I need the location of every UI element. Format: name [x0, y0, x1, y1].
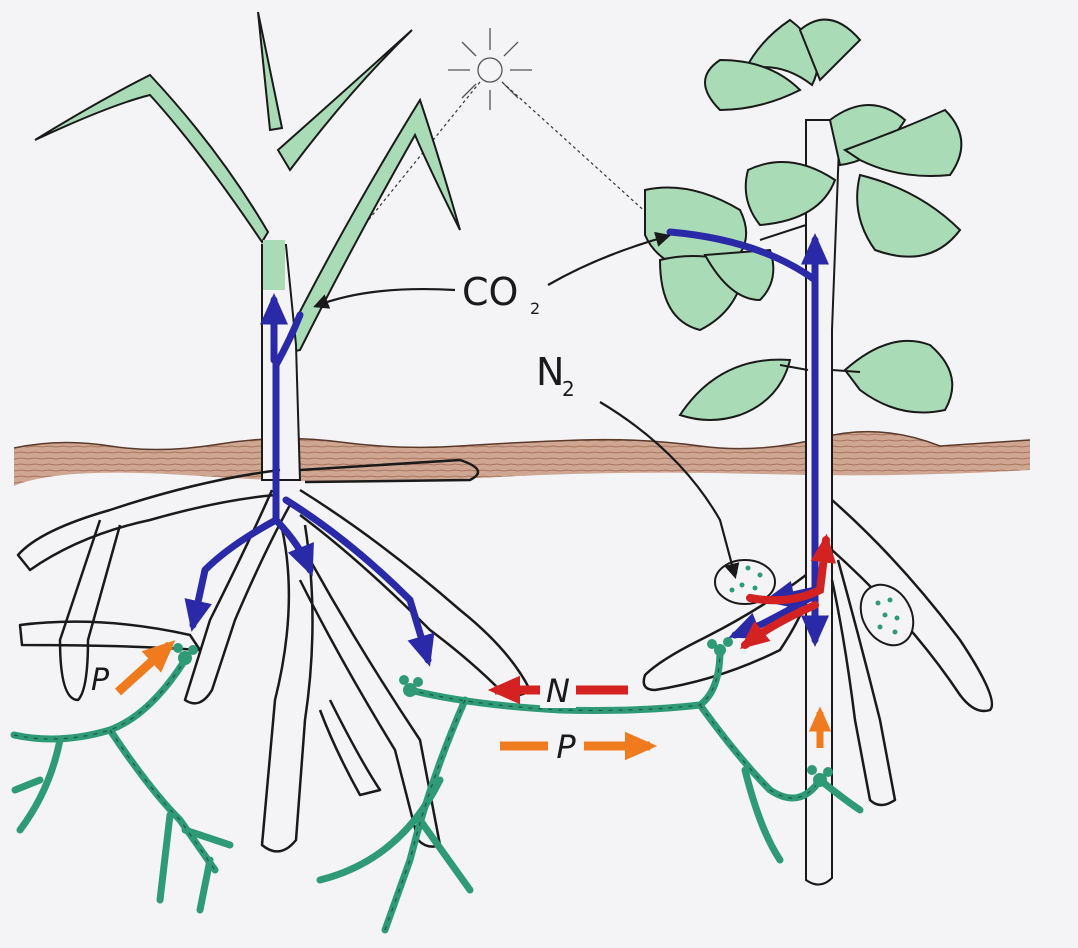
grass-leaf	[35, 75, 268, 242]
co2-label: CO 2	[462, 270, 540, 318]
svg-text:2: 2	[562, 377, 575, 401]
phosphorus-flow-label: P	[556, 728, 576, 766]
arbuscule	[173, 637, 833, 787]
phosphorus-transfer-arrow: P	[500, 728, 650, 766]
soil-layer	[14, 432, 1030, 486]
sun-icon	[448, 28, 532, 110]
svg-text:CO: CO	[462, 270, 518, 314]
grass-leaf	[258, 12, 282, 130]
svg-text:N: N	[536, 350, 564, 394]
n2-label: N 2	[536, 350, 575, 401]
phosphorus-uptake-arrow: P	[91, 645, 170, 698]
legume-leaf	[857, 175, 960, 257]
legume-leaf	[845, 341, 952, 413]
nitrogen-flow-label: N	[546, 672, 570, 710]
svg-text:2: 2	[530, 299, 540, 318]
phosphorus-uptake-label: P	[91, 663, 110, 698]
legume-leaf	[680, 360, 790, 420]
mycorrhizal-hyphae	[14, 650, 860, 930]
